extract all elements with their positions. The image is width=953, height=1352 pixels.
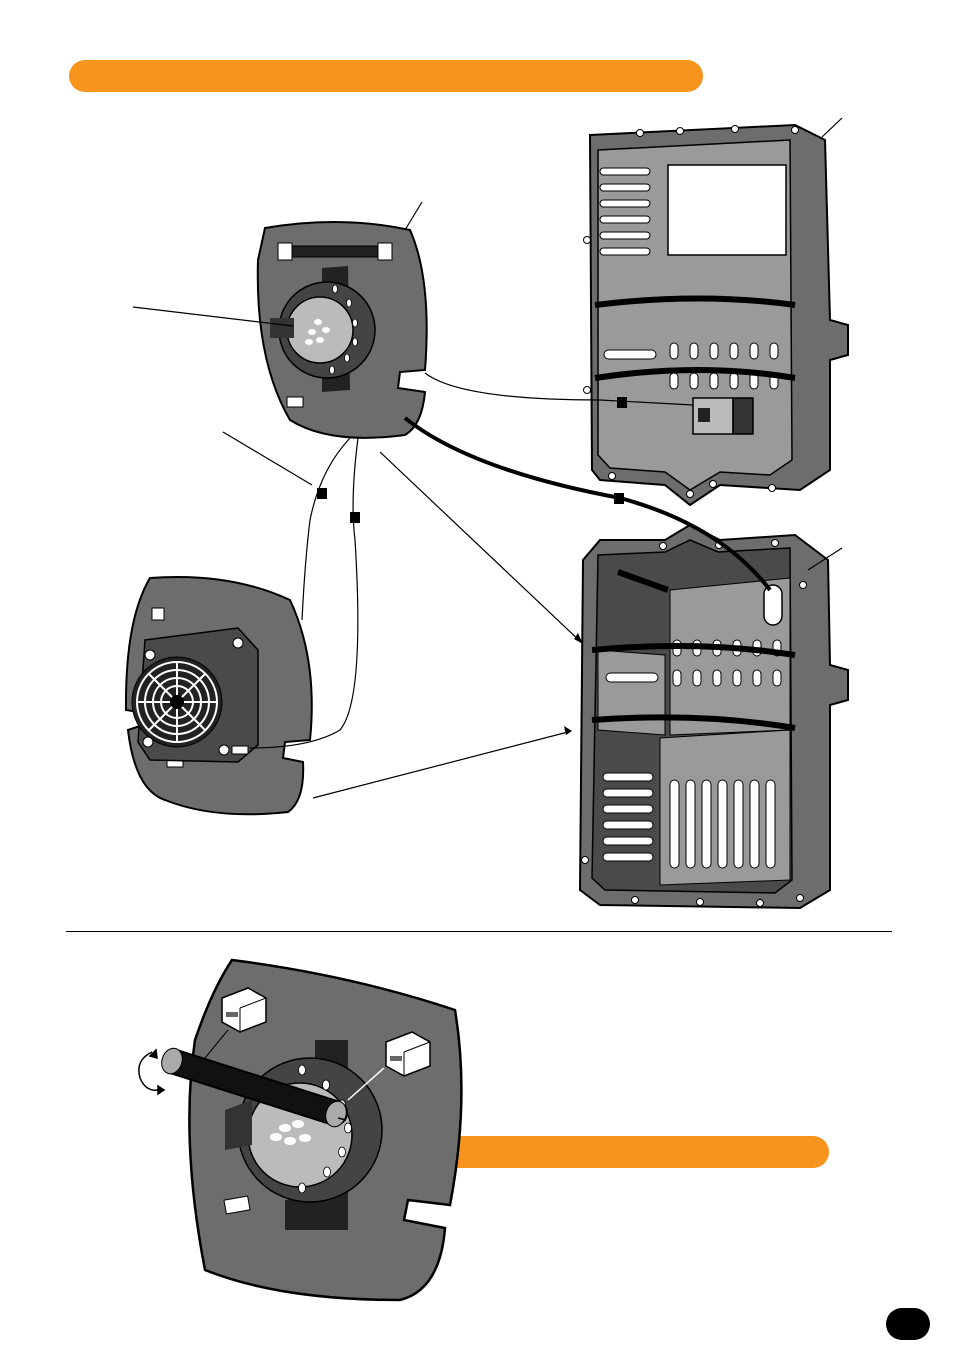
lamp-mount-panel [256,220,428,439]
upper-housing [583,123,849,507]
header-title-bar [69,60,703,92]
lamp-clip-icon [204,987,267,1059]
uv-lamp-icon [161,1047,348,1128]
page-number-badge [886,1308,930,1340]
lamp-panel-detail [138,958,463,1302]
rotate-arrow-icon [138,1048,166,1096]
fan-icon [131,656,223,748]
section-divider [66,931,892,932]
lower-housing [578,523,849,910]
lamp-clip-icon [347,1031,431,1101]
fan-panel [124,575,313,816]
